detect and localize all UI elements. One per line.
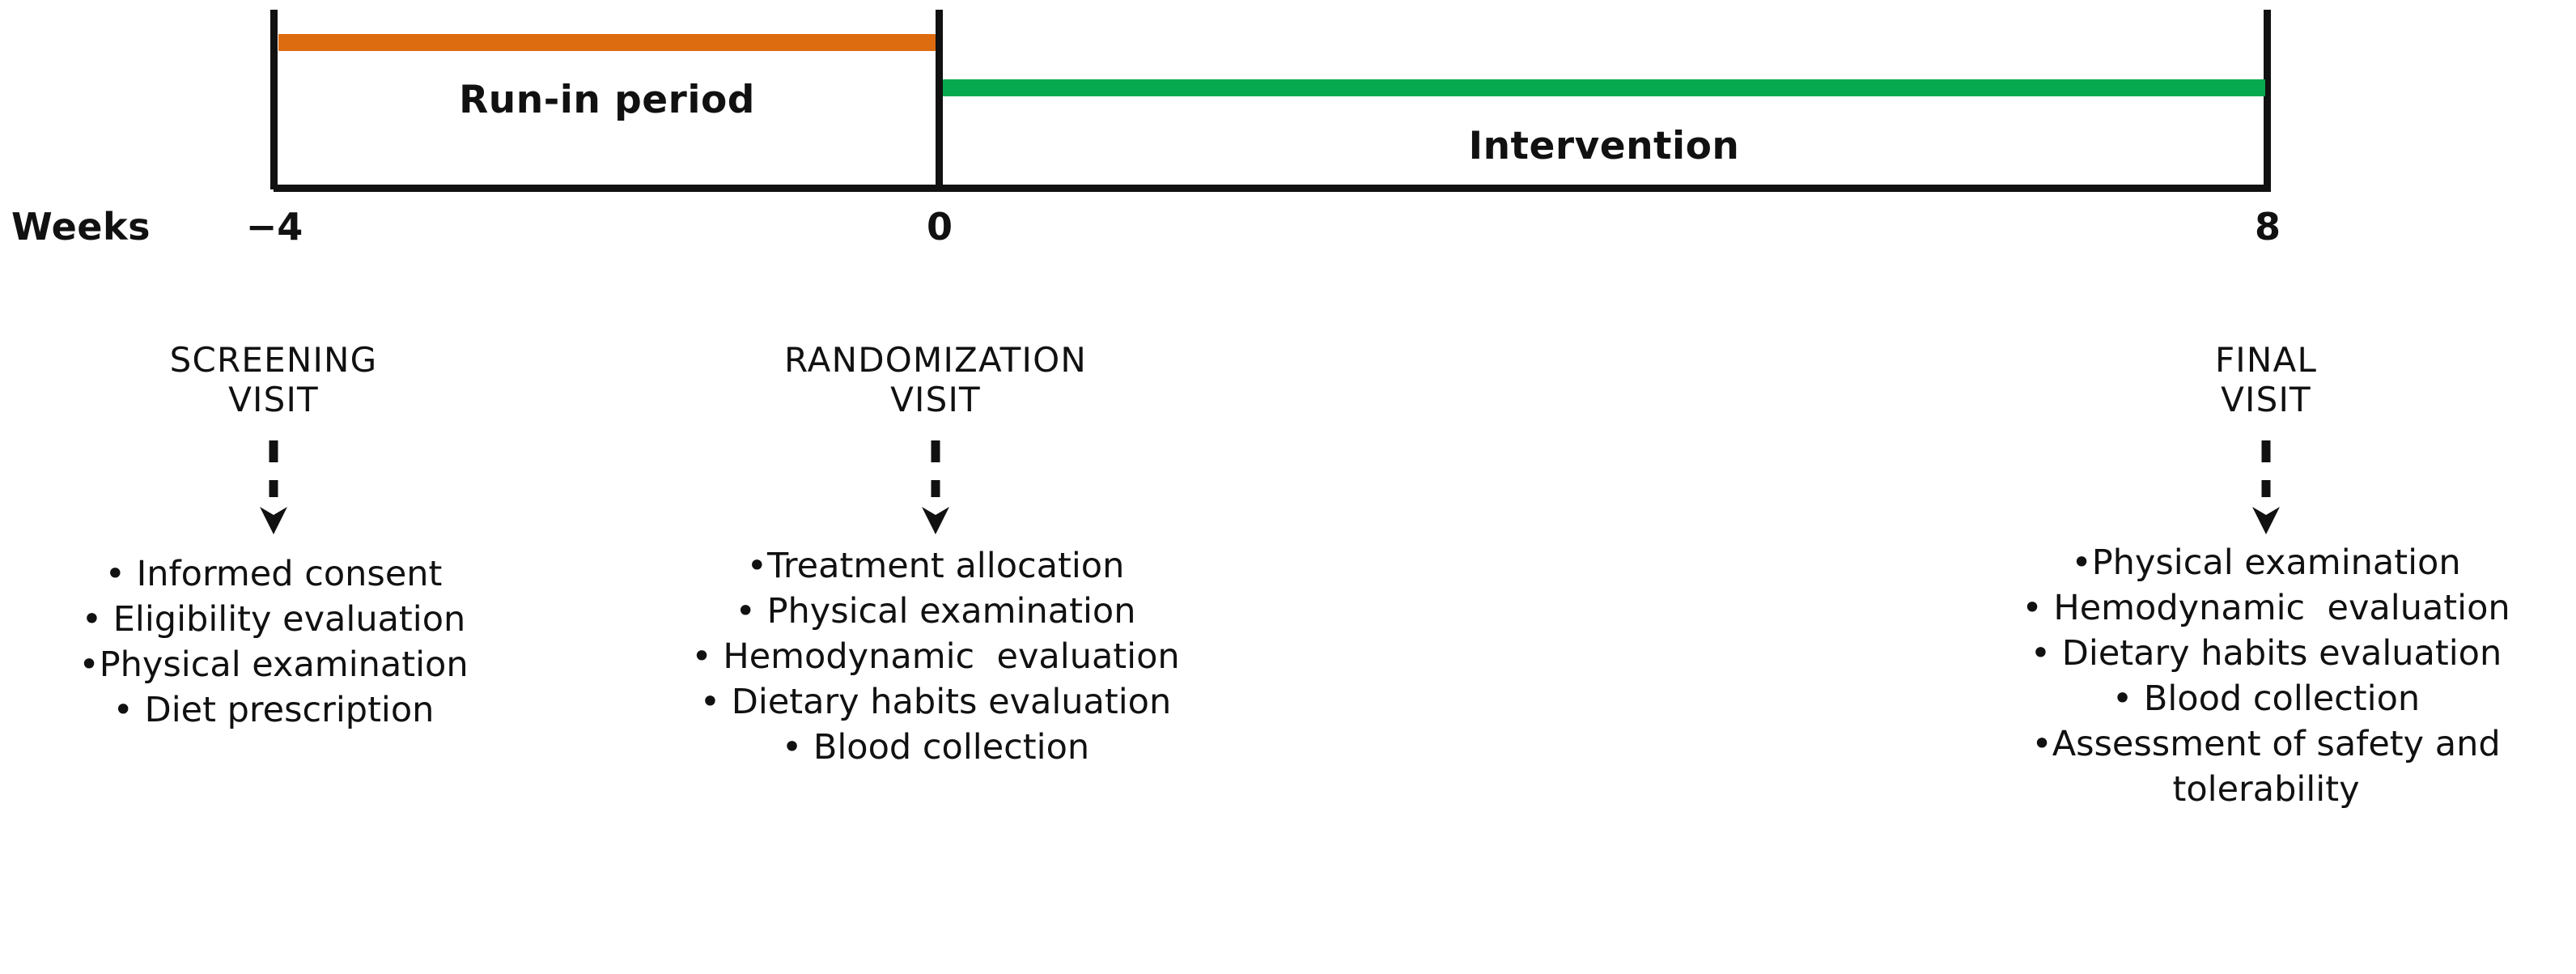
list-item: • Dietary habits evaluation (699, 681, 1172, 722)
list-item: • Diet prescription (112, 689, 435, 730)
list-item: • Hemodynamic evaluation (2022, 588, 2510, 629)
timeline-tick-screening (270, 10, 278, 189)
week-label-8: 8 (2254, 205, 2281, 249)
list-item: • Informed consent (104, 554, 443, 595)
visit-items-final: •Physical examination • Hemodynamic eval… (1959, 541, 2574, 812)
visit-title-randomization-line1: RANDOMIZATION (783, 340, 1087, 380)
list-item: • Hemodynamic evaluation (691, 636, 1180, 678)
visit-column-final: FINAL VISIT •Physical examination • Hemo… (1959, 340, 2574, 813)
list-item: •Physical examination (2071, 542, 2461, 584)
run-in-period-label: Run-in period (459, 78, 755, 122)
list-item: • Physical examination (735, 591, 1136, 632)
visit-title-screening-line1: SCREENING (169, 340, 378, 380)
visit-title-final-line2: VISIT (2221, 380, 2311, 420)
visit-title-final-line1: FINAL (2214, 340, 2318, 380)
list-item: • Eligibility evaluation (81, 599, 466, 640)
visit-title-screening: SCREENING VISIT (15, 340, 533, 419)
dashed-down-arrow-icon-randomization (677, 439, 1195, 538)
week-label-minus-4: −4 (245, 205, 303, 249)
visit-column-screening: SCREENING VISIT • Informed consent • Eli… (15, 340, 533, 734)
list-item: • Blood collection (781, 726, 1090, 768)
visit-items-randomization: •Treatment allocation • Physical examina… (677, 544, 1195, 770)
list-item: •Treatment allocation (746, 546, 1125, 587)
visit-title-randomization-line2: VISIT (890, 380, 981, 420)
run-in-period-bar (278, 34, 936, 51)
visit-title-final: FINAL VISIT (1959, 340, 2574, 419)
visit-title-randomization: RANDOMIZATION VISIT (677, 340, 1195, 419)
timeline-axis-line (274, 185, 2271, 192)
intervention-period-label: Intervention (1468, 124, 1740, 168)
list-item: • Dietary habits evaluation (2030, 633, 2502, 674)
dashed-down-arrow-icon-final (1959, 439, 2574, 538)
intervention-period-bar (943, 79, 2265, 96)
visit-column-randomization: RANDOMIZATION VISIT •Treatment allocatio… (677, 340, 1195, 771)
list-item: •Physical examination (79, 644, 469, 686)
visit-title-screening-line2: VISIT (228, 380, 319, 420)
weeks-axis-caption: Weeks (11, 205, 151, 249)
list-item: •Assessment of safety and (2031, 723, 2501, 764)
visit-items-screening: • Informed consent • Eligibility evaluat… (15, 552, 533, 734)
week-label-0: 0 (926, 205, 953, 249)
list-item: tolerability (2172, 768, 2360, 810)
list-item: • Blood collection (2111, 678, 2421, 719)
dashed-down-arrow-icon-screening (15, 439, 533, 538)
timeline-tick-final (2264, 10, 2271, 189)
timeline-tick-randomization (936, 10, 943, 189)
